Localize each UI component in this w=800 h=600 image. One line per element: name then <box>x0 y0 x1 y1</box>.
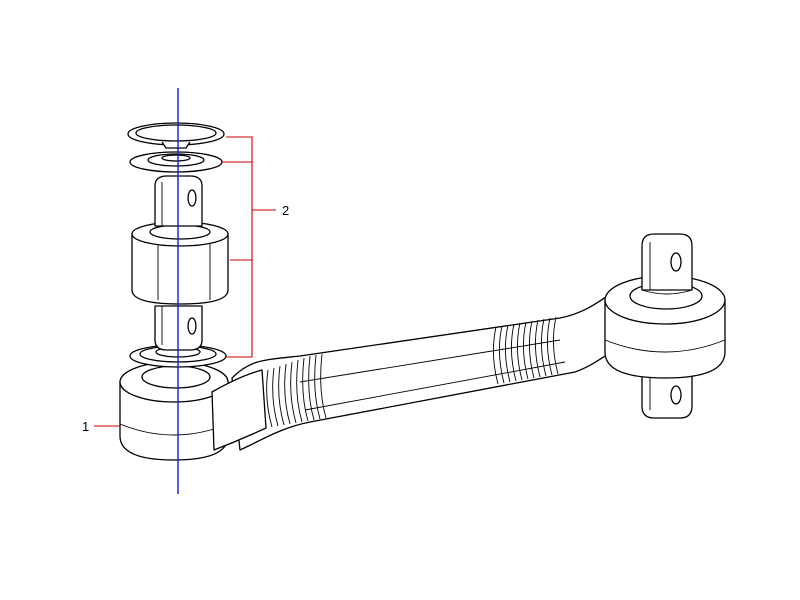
left-threaded-section <box>260 353 327 429</box>
right-threaded-section <box>493 316 559 385</box>
callout-1-label: 1 <box>82 419 89 434</box>
connecting-rod <box>231 287 637 451</box>
exploded-parts-stack <box>127 122 229 368</box>
callout-2: 2 <box>222 136 289 358</box>
upper-washer <box>129 151 223 173</box>
snap-ring <box>127 122 225 149</box>
center-bushing <box>131 221 229 305</box>
callout-1: 1 <box>82 419 120 434</box>
callout-2-label: 2 <box>282 203 289 218</box>
right-eye-bushing <box>604 233 726 419</box>
callout-2-bracket <box>222 136 276 358</box>
left-eye-bushing <box>119 361 267 461</box>
